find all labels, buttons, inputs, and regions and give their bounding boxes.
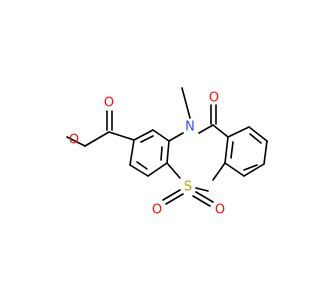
central-ring: [166, 87, 229, 192]
sulfonyl-group: [162, 189, 214, 207]
right-benzene-ring: [212, 126, 268, 181]
bond: [224, 136, 229, 164]
double-bond-inner: [243, 164, 258, 171]
bond: [129, 139, 135, 166]
bond: [166, 140, 170, 164]
molecule-diagram: O O N O S O O: [66, 87, 268, 218]
double-bond-inner: [140, 135, 154, 143]
bond: [212, 124, 229, 138]
bond: [198, 124, 214, 134]
double-bond-inner: [136, 161, 148, 170]
left-benzene-ring: [129, 129, 170, 177]
atom-labels: O O N O S O O: [69, 91, 225, 218]
bond: [165, 193, 184, 205]
bond: [248, 126, 268, 142]
bond: [147, 162, 168, 177]
bond: [168, 132, 184, 142]
bond: [84, 131, 110, 147]
sulfur-label: S: [184, 180, 192, 195]
bond: [66, 136, 86, 147]
structure-svg: O O N O S O O: [66, 87, 268, 218]
bond: [133, 129, 154, 141]
ester-single-oxygen-label: O: [69, 133, 79, 148]
ketone-oxygen-label: O: [209, 91, 219, 106]
double-bond-inner: [249, 133, 262, 144]
bond: [108, 131, 135, 141]
nitrogen-label: N: [185, 120, 195, 135]
double-bond-inner: [230, 141, 234, 159]
bond: [152, 129, 170, 142]
ester-carbonyl-oxygen-label: O: [104, 96, 114, 111]
bond: [195, 191, 214, 203]
bond: [181, 87, 191, 119]
bond: [129, 164, 149, 177]
bond: [227, 126, 250, 138]
bond: [192, 195, 211, 207]
methyl-ester-group: [66, 110, 135, 147]
bond: [263, 140, 268, 165]
bond: [212, 162, 226, 181]
sulfonyl-oxygen-label-right: O: [215, 203, 225, 218]
double-bond-inner: [160, 146, 163, 161]
bond: [243, 163, 265, 177]
bond: [224, 162, 245, 177]
bond: [195, 187, 209, 192]
bond: [162, 189, 181, 201]
sulfonyl-oxygen-label-left: O: [152, 203, 162, 218]
bond: [166, 162, 181, 179]
